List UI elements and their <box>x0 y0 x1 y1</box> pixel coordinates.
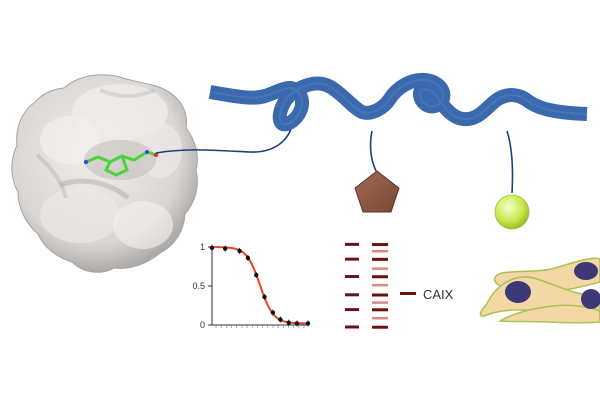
gel-band-right <box>372 283 388 287</box>
chart-fit-curve <box>212 246 308 325</box>
caix-label: CAIX <box>423 287 454 302</box>
pentagon-icon <box>354 170 400 213</box>
gel-marker-band <box>400 292 416 295</box>
pentagon-tether-line <box>369 130 377 172</box>
chart-y-tick-label: 1 <box>200 242 205 252</box>
nucleus-middle <box>505 281 531 303</box>
gel-blot <box>345 242 416 329</box>
polymer-highlight <box>209 78 588 126</box>
gel-band-right <box>372 243 388 247</box>
protein-surface-icon <box>11 74 198 273</box>
dose-response-chart: 00.51 <box>192 242 311 330</box>
gel-band-right <box>372 257 388 261</box>
gel-band-left <box>345 308 359 312</box>
gel-band-right <box>372 267 388 270</box>
chart-y-tick-label: 0 <box>200 320 205 330</box>
cell-bottom <box>497 304 600 324</box>
gel-band-right <box>372 250 388 253</box>
cell-icon <box>479 257 600 324</box>
nucleus-bottom <box>581 289 600 309</box>
chart-y-tick-label: 0.5 <box>192 281 205 291</box>
gel-band-right <box>372 325 388 329</box>
gel-band-right <box>372 275 388 279</box>
gel-band-right <box>372 317 388 320</box>
sphere-icon <box>494 194 530 230</box>
ligand-stick-icon <box>83 150 159 177</box>
nucleus-top <box>574 262 598 280</box>
protein-tether-line <box>155 125 293 154</box>
gel-band-left <box>345 293 359 297</box>
gel-band-right <box>372 293 388 297</box>
gel-band-left <box>345 325 359 329</box>
sphere-tether-line <box>506 130 514 194</box>
gel-band-left <box>345 242 359 246</box>
gel-band-left <box>345 257 359 261</box>
gel-band-right <box>372 301 388 304</box>
polymer-chain <box>208 72 588 132</box>
gel-band-right <box>372 308 388 312</box>
gel-band-left <box>345 275 359 279</box>
